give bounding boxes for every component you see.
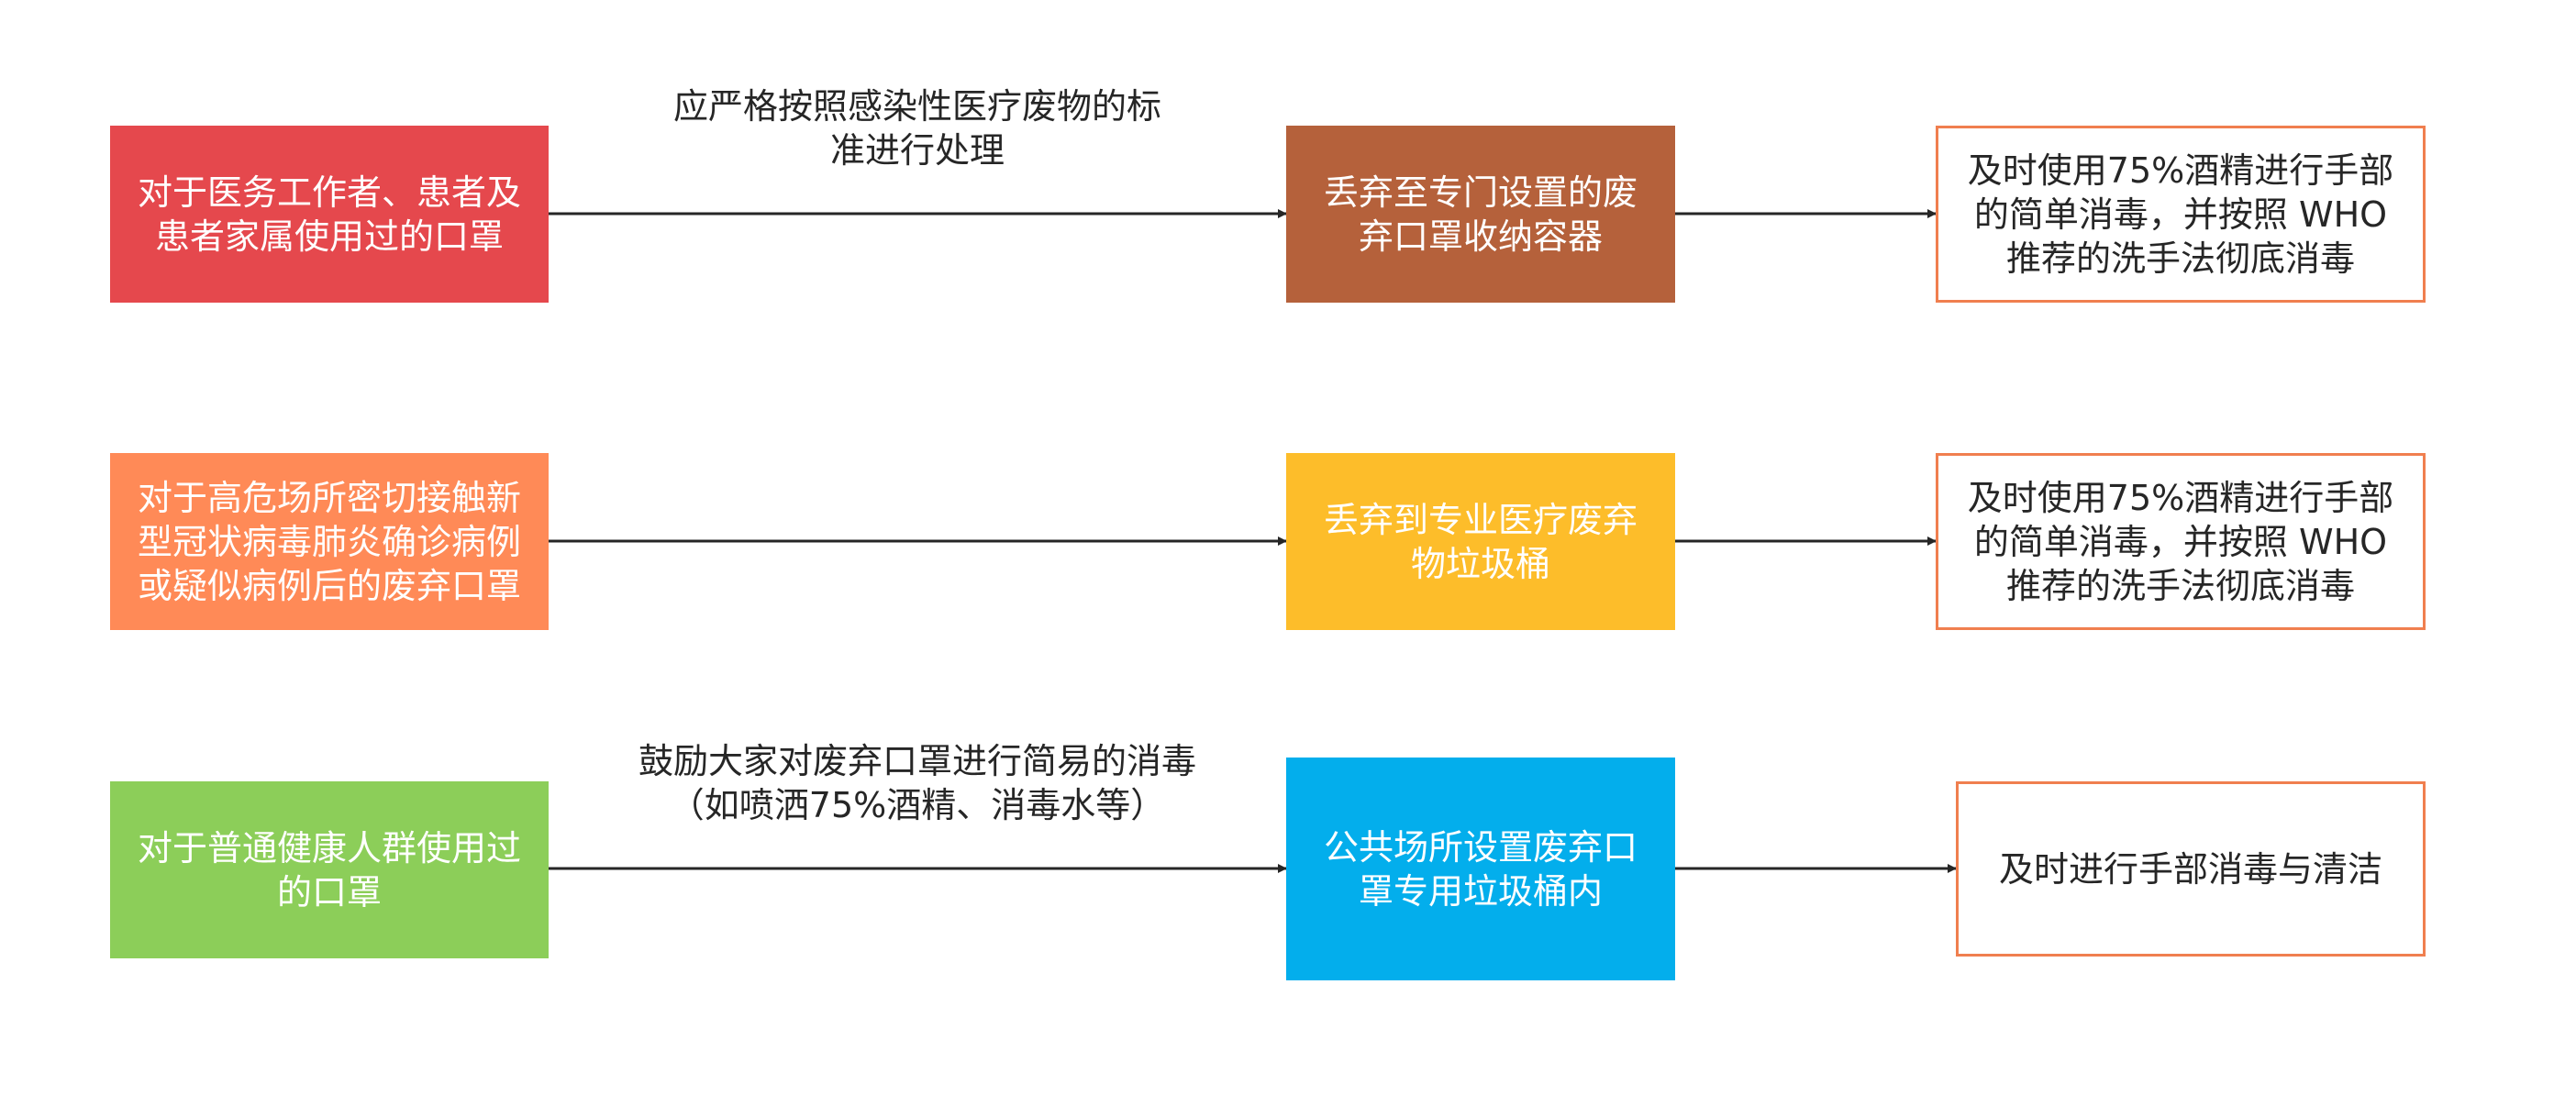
row1-result-box: 及时使用75%酒精进行手部 的简单消毒，并按照 WHO 推荐的洗手法彻底消毒	[1936, 126, 2426, 303]
row1-source-box: 对于医务工作者、患者及 患者家属使用过的口罩	[110, 126, 549, 303]
row3-target-box: 公共场所设置废弃口 罩专用垃圾桶内	[1286, 758, 1675, 980]
row1-edge-label: 应严格按照感染性医疗废物的标 准进行处理	[672, 86, 1161, 171]
row2-target-box: 丢弃到专业医疗废弃 物垃圾桶	[1286, 453, 1675, 630]
row3-edge-label: 鼓励大家对废弃口罩进行简易的消毒 （如喷洒75%酒精、消毒水等）	[638, 741, 1196, 825]
row3-result-box: 及时进行手部消毒与清洁	[1956, 781, 2426, 957]
row2-result-box: 及时使用75%酒精进行手部 的简单消毒，并按照 WHO 推荐的洗手法彻底消毒	[1936, 453, 2426, 630]
row3-source-box: 对于普通健康人群使用过 的口罩	[110, 781, 549, 958]
row1-target-box: 丢弃至专门设置的废 弃口罩收纳容器	[1286, 126, 1675, 303]
row2-source-box: 对于高危场所密切接触新 型冠状病毒肺炎确诊病例 或疑似病例后的废弃口罩	[110, 453, 549, 630]
